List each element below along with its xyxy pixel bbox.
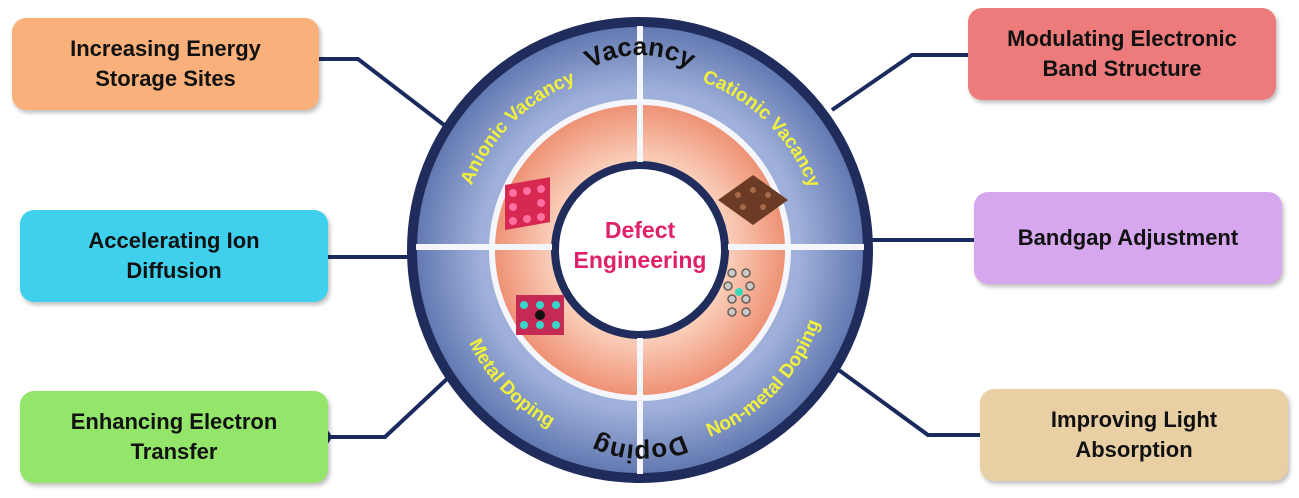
center-circle (551, 161, 729, 339)
structure-metal-doping (516, 295, 564, 335)
box-enhancing-electron-transfer: Enhancing Electron Transfer (20, 391, 328, 483)
structure-anionic-vacancy (505, 177, 550, 230)
structure-cationic-vacancy (718, 175, 788, 225)
connector-right-top (830, 53, 980, 112)
box-improving-light-absorption: Improving Light Absorption (980, 389, 1288, 481)
box-label: Modulating Electronic Band Structure (1007, 26, 1237, 81)
box-accelerating-ion-diffusion: Accelerating Ion Diffusion (20, 210, 328, 302)
connector-left-top (310, 57, 450, 130)
center-title-line2: Engineering (574, 247, 707, 273)
box-increasing-energy-storage-sites: Increasing Energy Storage Sites (12, 18, 319, 110)
structure-non-metal-doping (723, 268, 755, 317)
center-title-line1: Defect (605, 217, 676, 243)
box-label: Increasing Energy Storage Sites (70, 36, 261, 91)
ring-dividers (416, 26, 864, 474)
box-modulating-electronic-band-structure: Modulating Electronic Band Structure (968, 8, 1276, 100)
box-label: Accelerating Ion Diffusion (88, 228, 260, 283)
box-label: Improving Light Absorption (1050, 407, 1218, 462)
connector-right-bottom (834, 366, 996, 437)
connector-lines (310, 53, 996, 439)
box-label: Enhancing Electron Transfer (70, 409, 278, 464)
connector-left-bottom (323, 376, 450, 439)
box-bandgap-adjustment: Bandgap Adjustment (974, 192, 1282, 284)
box-label: Bandgap Adjustment (1017, 225, 1239, 250)
